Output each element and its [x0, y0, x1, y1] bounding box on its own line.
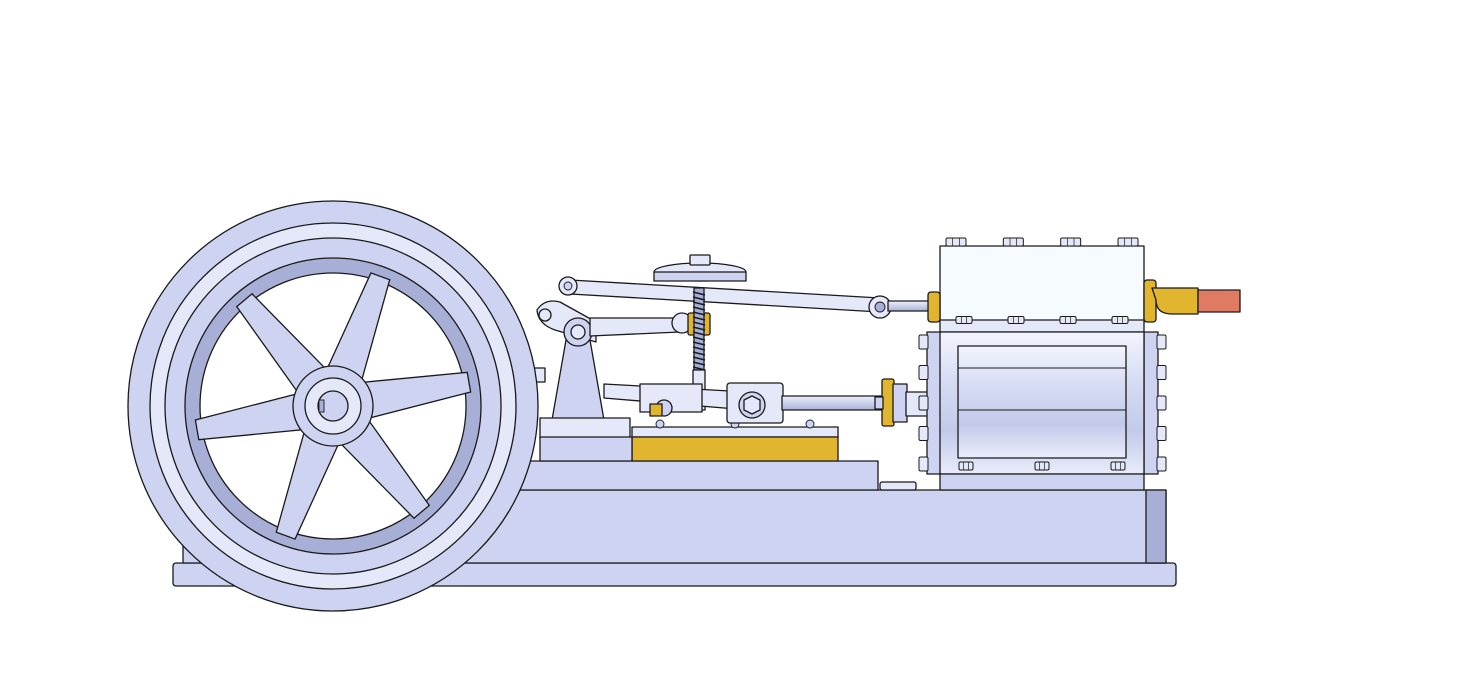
rocker-stand — [536, 300, 633, 462]
screw-thread — [692, 326, 706, 331]
screw-thread — [692, 346, 706, 351]
governor-wheel-nut — [689, 254, 711, 266]
cylinder-barrel — [957, 345, 1127, 459]
cylinder-foot — [939, 473, 1145, 491]
flange-bolt-right — [1156, 365, 1167, 380]
screw-thread — [692, 296, 706, 301]
flange-bolt-right — [1156, 426, 1167, 441]
screw-thread — [692, 321, 706, 326]
flange-bolt-left — [918, 395, 929, 411]
flange-bolt-left — [918, 365, 929, 380]
chest-bottom-nut — [955, 316, 973, 324]
steam-chest — [927, 237, 1241, 333]
cylinder-bolts-left — [918, 334, 929, 472]
cylinder — [918, 331, 1167, 491]
stand-foot — [539, 417, 631, 439]
steam-inlet-elbow — [1151, 287, 1199, 315]
gland-cap — [874, 396, 884, 410]
valve-rod — [569, 279, 881, 313]
guide-bed-bolt — [655, 419, 665, 429]
flange-bolt-right — [1156, 456, 1167, 472]
flange-bolt-left — [918, 456, 929, 472]
screw-thread — [692, 311, 706, 316]
flange-bolt-right — [1156, 395, 1167, 411]
crosshead-brass — [649, 403, 663, 417]
screw-thread — [692, 291, 706, 296]
valve-rod-pin-right-inner — [874, 301, 886, 313]
rocker-pivot-pin — [570, 324, 586, 340]
screw-thread — [692, 361, 706, 366]
flywheel-shaft — [317, 390, 349, 422]
screw-thread — [692, 316, 706, 321]
cylinder-bottom-nuts — [958, 461, 1126, 471]
chest-top-nut — [945, 237, 967, 247]
guide-bed-bolt — [805, 419, 815, 429]
screw-thread — [692, 331, 706, 336]
flywheel-spokes — [194, 272, 472, 540]
governor-screw-threads — [692, 291, 706, 371]
gland-brass — [881, 378, 895, 427]
valve-linkage — [558, 254, 937, 424]
screw-thread — [692, 356, 706, 361]
screw-thread — [692, 351, 706, 356]
bed-raised-section — [479, 460, 879, 491]
flange-bolt-right — [1156, 334, 1167, 350]
steam-inlet-pipe — [1197, 289, 1241, 313]
cylinder-bolts-right — [1156, 334, 1167, 472]
governor-wheel-rim — [653, 271, 747, 282]
steam-chest-body — [939, 245, 1145, 323]
chest-bottom-nut — [1059, 316, 1077, 324]
screw-thread — [692, 341, 706, 346]
flywheel — [127, 200, 539, 612]
guide-bed-brass — [631, 436, 839, 462]
chest-top-nuts — [945, 237, 1139, 247]
guide-bed-plate — [631, 426, 839, 438]
piston-rod-assembly — [781, 378, 933, 427]
cylinder-bottom-nut — [1110, 461, 1126, 471]
chest-bottom-nut — [1111, 316, 1129, 324]
valve-rod-pin-left-inner — [563, 281, 573, 291]
chest-top-nut — [1060, 237, 1082, 247]
stand-foot-base — [539, 436, 633, 462]
screw-thread — [692, 306, 706, 311]
base-plate-end-right — [1145, 489, 1167, 564]
chest-bottom-nut — [1007, 316, 1025, 324]
screw-thread — [692, 336, 706, 341]
flange-bolt-left — [918, 426, 929, 441]
screw-thread — [692, 301, 706, 306]
flywheel-keyway — [318, 399, 325, 413]
chest-bottom-nuts — [955, 316, 1129, 324]
cylinder-flange-left — [926, 331, 942, 475]
crosshead-nut-hex — [743, 395, 761, 415]
cylinder-bottom-nut — [1034, 461, 1050, 471]
rocker-arm-end — [538, 308, 552, 322]
link-arm — [589, 317, 681, 337]
stand-pillar — [551, 339, 605, 421]
gland-body — [892, 383, 908, 423]
cylinder-flange-right — [1143, 331, 1159, 475]
chest-gland-left — [927, 291, 941, 323]
guide-bed — [631, 419, 839, 462]
bed-step-pad — [879, 481, 917, 491]
chest-top-nut — [1002, 237, 1024, 247]
chest-gland-right — [1143, 279, 1157, 323]
flange-bolt-left — [918, 334, 929, 350]
cylinder-bottom-nut — [958, 461, 974, 471]
chest-top-nut — [1117, 237, 1139, 247]
